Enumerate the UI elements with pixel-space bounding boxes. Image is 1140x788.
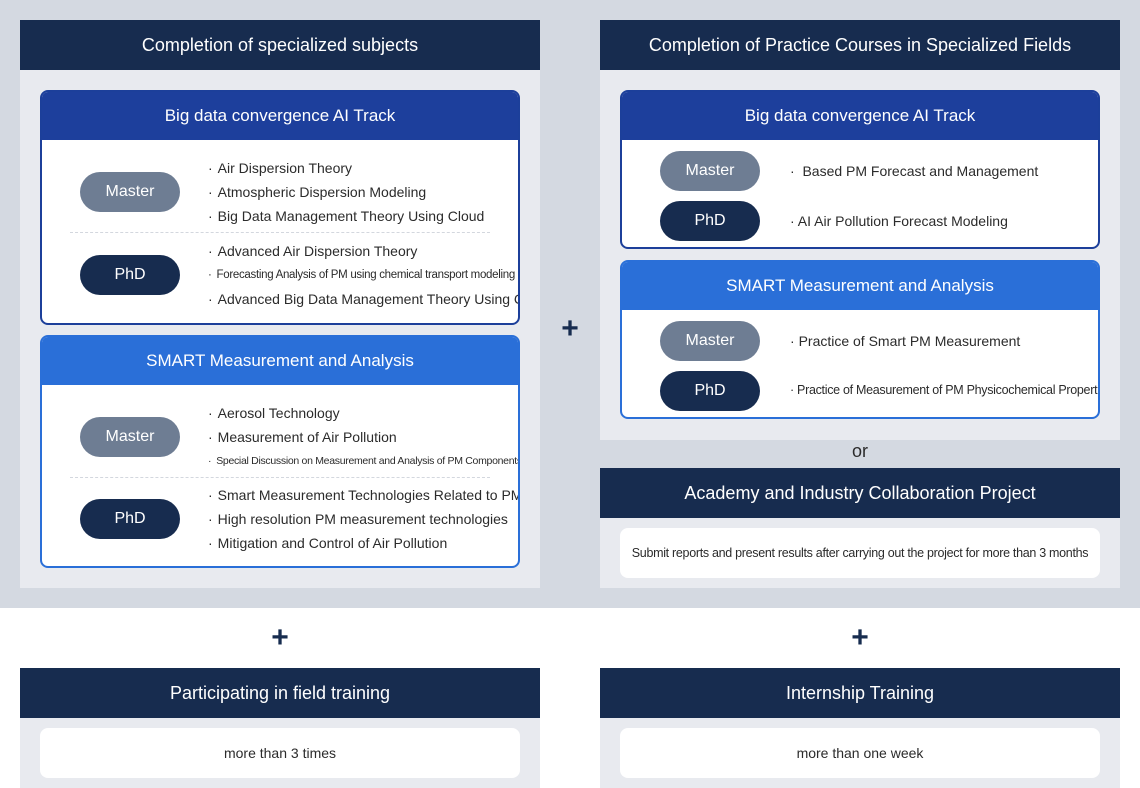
plus-icon: + — [851, 621, 869, 654]
panel-title: Participating in field training — [20, 668, 540, 718]
phd-badge: PhD — [80, 499, 180, 539]
course-item: Atmospheric Dispersion Modeling — [208, 180, 484, 204]
academy-industry-panel: Academy and Industry Collaboration Proje… — [600, 468, 1120, 588]
course-item: · AI Air Pollution Forecast Modeling — [790, 213, 1008, 229]
panel-title: Academy and Industry Collaboration Proje… — [600, 468, 1120, 518]
phd-badge: PhD — [80, 255, 180, 295]
plus-icon: + — [271, 621, 289, 654]
panel-title: Completion of specialized subjects — [20, 20, 540, 70]
master-badge: Master — [660, 321, 760, 361]
field-training-panel: Participating in field training more tha… — [20, 668, 540, 788]
plus-icon: + — [561, 312, 579, 345]
course-item: Advanced Air Dispersion Theory — [208, 239, 518, 263]
internship-panel: Internship Training more than one week — [600, 668, 1120, 788]
divider — [70, 232, 490, 233]
track-title: Big data convergence AI Track — [622, 92, 1098, 140]
course-item: · Based PM Forecast and Management — [790, 163, 1039, 179]
course-item: · Practice of Smart PM Measurement — [790, 333, 1021, 349]
smart-track-card: SMART Measurement and Analysis Master Ae… — [40, 335, 520, 568]
master-course-list: Aerosol Technology Measurement of Air Po… — [208, 401, 518, 473]
panel-title: Completion of Practice Courses in Specia… — [600, 20, 1120, 70]
course-item: Big Data Management Theory Using Cloud — [208, 204, 485, 228]
or-connector: or — [851, 441, 868, 461]
master-badge: Master — [80, 172, 180, 212]
bigdata-track-card: Big data convergence AI Track Master · B… — [620, 90, 1100, 249]
course-item: · Practice of Measurement of PM Physicoc… — [790, 383, 1100, 397]
course-item: Measurement of Air Pollution — [208, 425, 518, 449]
course-item: Forecasting Analysis of PM using chemica… — [208, 263, 518, 287]
practice-courses-panel: Completion of Practice Courses in Specia… — [600, 20, 1120, 440]
master-badge: Master — [660, 151, 760, 191]
requirement-box: more than 3 times — [40, 728, 520, 778]
requirement-box: Submit reports and present results after… — [620, 528, 1100, 578]
smart-track-card: SMART Measurement and Analysis Master · … — [620, 260, 1100, 419]
master-course-list: Air Dispersion Theory Atmospheric Disper… — [208, 156, 485, 228]
course-item: Special Discussion on Measurement and An… — [208, 449, 518, 473]
phd-badge: PhD — [660, 371, 760, 411]
course-item: Mitigation and Control of Air Pollution — [208, 531, 518, 555]
course-item: Air Dispersion Theory — [208, 156, 484, 180]
course-item: Smart Measurement Technologies Related t… — [208, 483, 518, 507]
phd-badge: PhD — [660, 201, 760, 241]
track-title: SMART Measurement and Analysis — [42, 337, 518, 385]
course-item: Advanced Big Data Management Theory Usin… — [208, 287, 518, 311]
divider — [70, 477, 490, 478]
panel-title: Internship Training — [600, 668, 1120, 718]
course-item: Aerosol Technology — [208, 401, 518, 425]
course-item: High resolution PM measurement technolog… — [208, 507, 518, 531]
track-title: SMART Measurement and Analysis — [622, 262, 1098, 310]
track-title: Big data convergence AI Track — [42, 92, 518, 140]
master-badge: Master — [80, 417, 180, 457]
phd-course-list: Smart Measurement Technologies Related t… — [208, 483, 518, 555]
requirement-box: more than one week — [620, 728, 1100, 778]
phd-course-list: Advanced Air Dispersion Theory Forecasti… — [208, 239, 518, 311]
specialized-subjects-panel: Completion of specialized subjects Big d… — [20, 20, 540, 588]
bigdata-track-card: Big data convergence AI Track Master Air… — [40, 90, 520, 325]
